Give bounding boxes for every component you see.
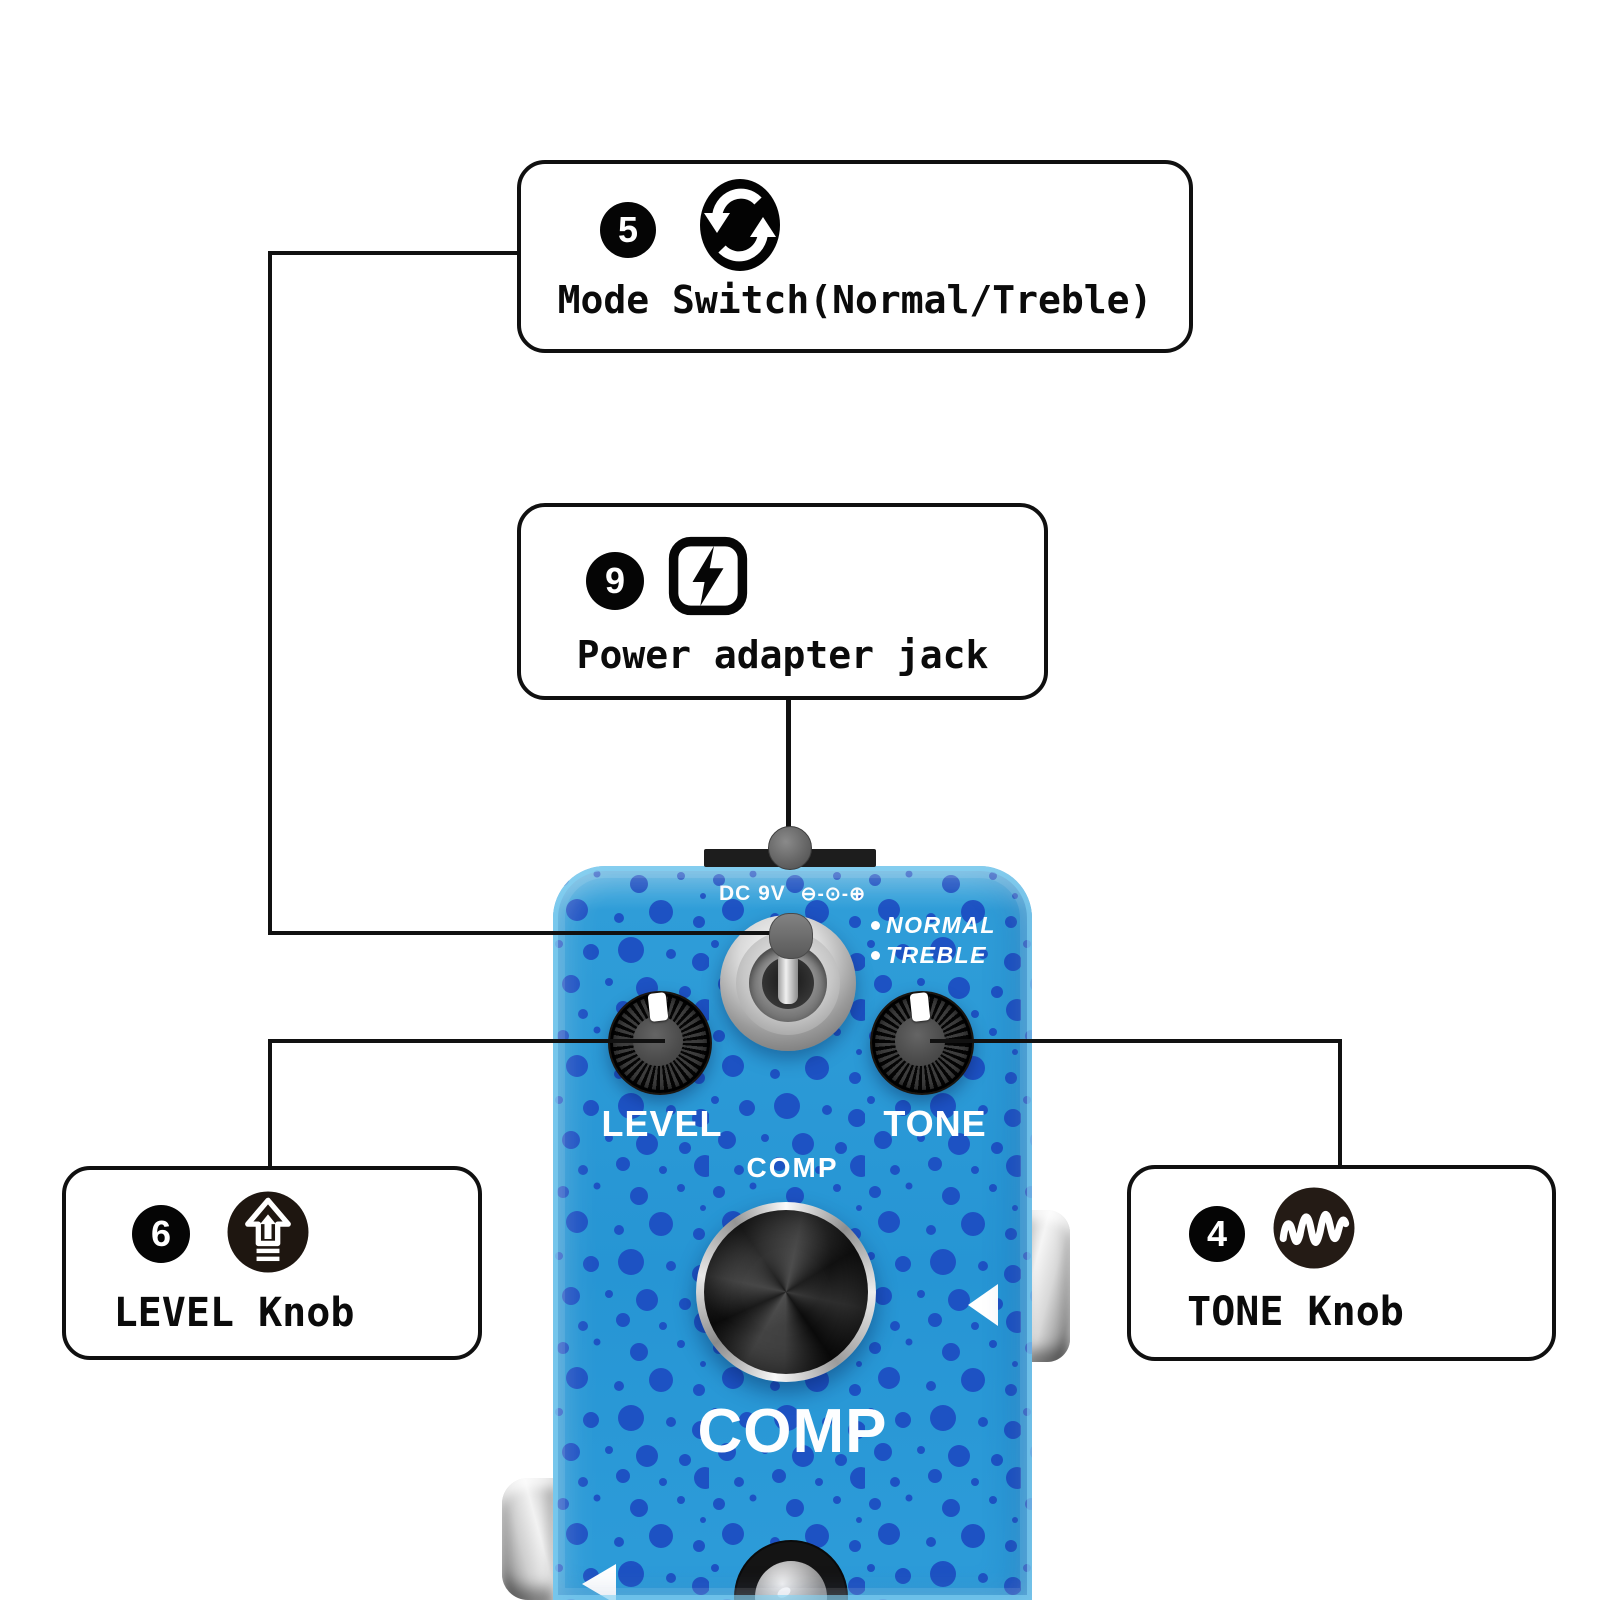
callout-number: 6 bbox=[150, 1213, 172, 1254]
callout-number-badge: 9 bbox=[586, 552, 644, 610]
callout-number: 9 bbox=[604, 560, 626, 601]
treble-indicator-dot bbox=[871, 951, 880, 960]
callout-number: 4 bbox=[1206, 1213, 1228, 1254]
connector-power-vertical bbox=[786, 690, 791, 835]
callout-label: TONE Knob bbox=[1187, 1289, 1404, 1335]
sync-icon bbox=[700, 179, 780, 271]
toggle-lever-shaft bbox=[778, 952, 798, 1004]
connector-mode-horizontal-bottom bbox=[268, 931, 777, 935]
treble-option-label: TREBLE bbox=[886, 942, 987, 968]
level-knob-label: LEVEL bbox=[601, 1103, 723, 1144]
connector-mode-horizontal-top bbox=[268, 251, 521, 255]
comp-knob-face bbox=[704, 1210, 868, 1374]
pedal-body: DC 9V ⊖-⊙-⊕ NORMAL TREBLE bbox=[553, 866, 1032, 1600]
callout-level-knob: 6 LEVEL Knob bbox=[62, 1166, 482, 1360]
model-name: COMP bbox=[697, 1397, 888, 1466]
callout-number: 5 bbox=[617, 209, 639, 250]
connector-mode-vertical bbox=[268, 251, 272, 935]
tone-knob-indicator bbox=[909, 992, 931, 1022]
connector-tone-vertical bbox=[1338, 1039, 1342, 1167]
callout-label: Mode Switch(Normal/Treble) bbox=[557, 278, 1153, 322]
callout-label: Power adapter jack bbox=[576, 633, 989, 677]
connector-tone-horizontal bbox=[930, 1039, 1342, 1043]
output-jack-left bbox=[502, 1478, 554, 1600]
callout-number-badge: 4 bbox=[1189, 1206, 1245, 1262]
tone-knob-label: TONE bbox=[883, 1103, 987, 1144]
comp-knob-label: COMP bbox=[746, 1152, 839, 1183]
power-jack-plug bbox=[768, 826, 812, 870]
sine-wave-icon bbox=[1273, 1187, 1355, 1269]
power-rating-label: DC 9V ⊖-⊙-⊕ bbox=[553, 882, 1032, 906]
level-up-icon bbox=[227, 1191, 309, 1273]
toggle-lever-cap bbox=[769, 913, 813, 959]
level-knob-indicator bbox=[647, 992, 669, 1022]
mode-option-normal: NORMAL bbox=[871, 912, 996, 939]
callout-tone-knob: 4 TONE Knob bbox=[1127, 1165, 1556, 1361]
connector-level-vertical bbox=[268, 1039, 272, 1168]
mode-options-legend: NORMAL TREBLE bbox=[871, 912, 996, 969]
callout-mode-switch: 5 Mode Switch(Normal/Treble) bbox=[517, 160, 1193, 353]
callout-number-badge: 6 bbox=[132, 1205, 190, 1263]
power-voltage-text: DC 9V bbox=[718, 882, 786, 905]
left-jack-pointer-triangle bbox=[582, 1564, 616, 1600]
lightning-icon bbox=[668, 536, 748, 616]
callout-number-badge: 5 bbox=[600, 202, 656, 258]
callout-label: LEVEL Knob bbox=[113, 1290, 355, 1336]
mode-option-treble: TREBLE bbox=[871, 942, 996, 969]
polarity-symbol: ⊖-⊙-⊕ bbox=[800, 884, 867, 905]
right-jack-pointer-triangle bbox=[968, 1284, 998, 1326]
normal-indicator-dot bbox=[871, 921, 880, 930]
callout-power-jack: 9 Power adapter jack bbox=[517, 503, 1048, 700]
connector-level-horizontal bbox=[268, 1039, 665, 1043]
normal-option-label: NORMAL bbox=[886, 912, 996, 938]
